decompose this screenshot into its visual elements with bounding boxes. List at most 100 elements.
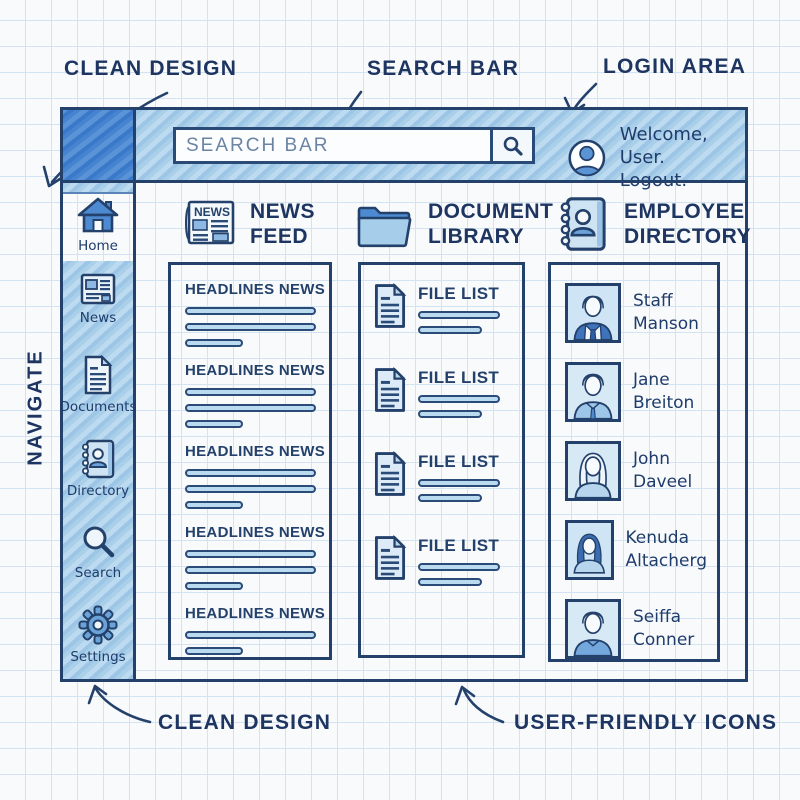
file-icon xyxy=(374,451,407,496)
sidebar-label-search: Search xyxy=(74,565,122,581)
file-icon xyxy=(374,535,407,580)
news-item: HEADLINES NEWS xyxy=(185,281,326,347)
annotation-login-area: LOGIN AREA xyxy=(603,55,747,78)
home-icon xyxy=(77,197,119,233)
gear-icon xyxy=(78,605,118,645)
document-library-panel: FILE LIST FILE LIST xyxy=(358,262,525,658)
employee-row[interactable]: Kenuda Altacherg xyxy=(565,520,707,580)
news-icon-text: NEWS xyxy=(194,205,230,219)
file-list-title: FILE LIST xyxy=(418,452,500,471)
employee-directory-heading: EMPLOYEE DIRECTORY xyxy=(624,200,752,248)
news-item: HEADLINES NEWS xyxy=(185,524,326,590)
address-book-icon xyxy=(560,197,606,251)
newspaper-icon: NEWS xyxy=(185,200,235,245)
placeholder-line xyxy=(185,388,316,396)
employee-directory-panel: Staff Manson Jane Breiton xyxy=(548,262,720,662)
news-headline[interactable]: HEADLINES NEWS xyxy=(185,362,326,379)
placeholder-line xyxy=(418,494,482,502)
user-avatar-icon[interactable] xyxy=(567,136,607,180)
placeholder-line xyxy=(185,307,316,315)
newspaper-icon xyxy=(80,273,116,305)
employee-last-name: Manson xyxy=(633,314,699,334)
main-window: Home xyxy=(60,180,748,682)
file-list-item[interactable]: FILE LIST xyxy=(373,283,510,341)
employee-row[interactable]: Seiffa Conner xyxy=(565,599,707,659)
file-list-item[interactable]: FILE LIST xyxy=(373,451,510,509)
magnifier-icon xyxy=(503,136,523,156)
placeholder-line xyxy=(185,647,243,655)
placeholder-line xyxy=(418,479,500,487)
employee-photo-female-dark-hair-icon xyxy=(565,520,614,580)
app-logo[interactable] xyxy=(63,110,136,180)
news-feed-heading: NEWS FEED xyxy=(250,200,315,248)
search-bar xyxy=(173,127,535,164)
sidebar-item-home[interactable]: Home xyxy=(63,196,133,254)
placeholder-line xyxy=(185,420,243,428)
sidebar-top-strip xyxy=(63,183,133,194)
employee-row[interactable]: John Daveel xyxy=(565,441,707,501)
file-icon xyxy=(374,283,407,328)
placeholder-line xyxy=(418,563,500,571)
sidebar-item-search[interactable]: Search xyxy=(63,523,133,581)
address-book-icon xyxy=(82,439,115,479)
sidebar-item-documents[interactable]: Documents xyxy=(60,355,137,415)
employee-row[interactable]: Jane Breiton xyxy=(565,362,707,422)
news-headline[interactable]: HEADLINES NEWS xyxy=(185,281,326,298)
sidebar-label-settings: Settings xyxy=(70,649,126,665)
sidebar-label-directory: Directory xyxy=(66,483,130,499)
sidebar-label-documents: Documents xyxy=(59,399,137,415)
annotation-user-friendly-icons: USER-FRIENDLY ICONS xyxy=(514,711,778,734)
news-feed-panel: HEADLINES NEWS HEADLINES NEWS HEADLINES … xyxy=(168,262,332,660)
placeholder-line xyxy=(185,323,316,331)
placeholder-line xyxy=(185,485,316,493)
arrow-user-friendly xyxy=(462,688,505,724)
annotation-navigate: NAVIGATE xyxy=(24,349,47,466)
news-headline[interactable]: HEADLINES NEWS xyxy=(185,524,326,541)
sidebar-item-settings[interactable]: Settings xyxy=(63,605,133,665)
news-headline[interactable]: HEADLINES NEWS xyxy=(185,605,326,622)
employee-photo-female-icon xyxy=(565,441,621,501)
folder-icon xyxy=(357,206,412,248)
annotation-clean-design-top: CLEAN DESIGN xyxy=(64,57,238,80)
file-list-item[interactable]: FILE LIST xyxy=(373,367,510,425)
employee-photo-male-icon xyxy=(565,599,621,659)
news-item: HEADLINES NEWS xyxy=(185,605,326,655)
file-icon xyxy=(374,367,407,412)
employee-last-name: Daveel xyxy=(633,472,693,492)
file-list-title: FILE LIST xyxy=(418,368,500,387)
placeholder-line xyxy=(185,501,243,509)
employee-first-name: Staff xyxy=(633,291,673,311)
placeholder-line xyxy=(185,339,243,347)
file-list-title: FILE LIST xyxy=(418,536,500,555)
placeholder-line xyxy=(418,578,482,586)
sidebar-label-home: Home xyxy=(78,238,118,254)
arrow-clean-design-bottom-head xyxy=(87,684,108,705)
employee-photo-male-tie-icon xyxy=(565,362,621,422)
window-header: Welcome, User. Logout. xyxy=(60,107,748,191)
news-headline[interactable]: HEADLINES NEWS xyxy=(185,443,326,460)
sidebar-label-news: News xyxy=(79,310,117,326)
file-list-title: FILE LIST xyxy=(418,284,500,303)
search-icon xyxy=(83,526,115,558)
placeholder-line xyxy=(418,410,482,418)
employee-first-name: John xyxy=(633,449,670,469)
search-input[interactable] xyxy=(176,130,490,161)
placeholder-line xyxy=(185,469,316,477)
placeholder-line xyxy=(418,395,500,403)
employee-row[interactable]: Staff Manson xyxy=(565,283,707,343)
news-item: HEADLINES NEWS xyxy=(185,362,326,428)
annotation-clean-design-bottom: CLEAN DESIGN xyxy=(158,711,332,734)
sidebar-item-directory[interactable]: Directory xyxy=(63,439,133,499)
placeholder-line xyxy=(185,566,316,574)
annotation-search-bar: SEARCH BAR xyxy=(367,57,520,80)
welcome-text: Welcome, User. xyxy=(619,124,708,168)
employee-first-name: Kenuda xyxy=(625,528,690,548)
search-button[interactable] xyxy=(490,130,532,161)
sidebar-item-news[interactable]: News xyxy=(63,273,133,326)
placeholder-line xyxy=(185,631,316,639)
placeholder-line xyxy=(418,311,500,319)
employee-first-name: Jane xyxy=(633,370,670,390)
file-list-item[interactable]: FILE LIST xyxy=(373,535,510,593)
employee-last-name: Breiton xyxy=(633,393,695,413)
